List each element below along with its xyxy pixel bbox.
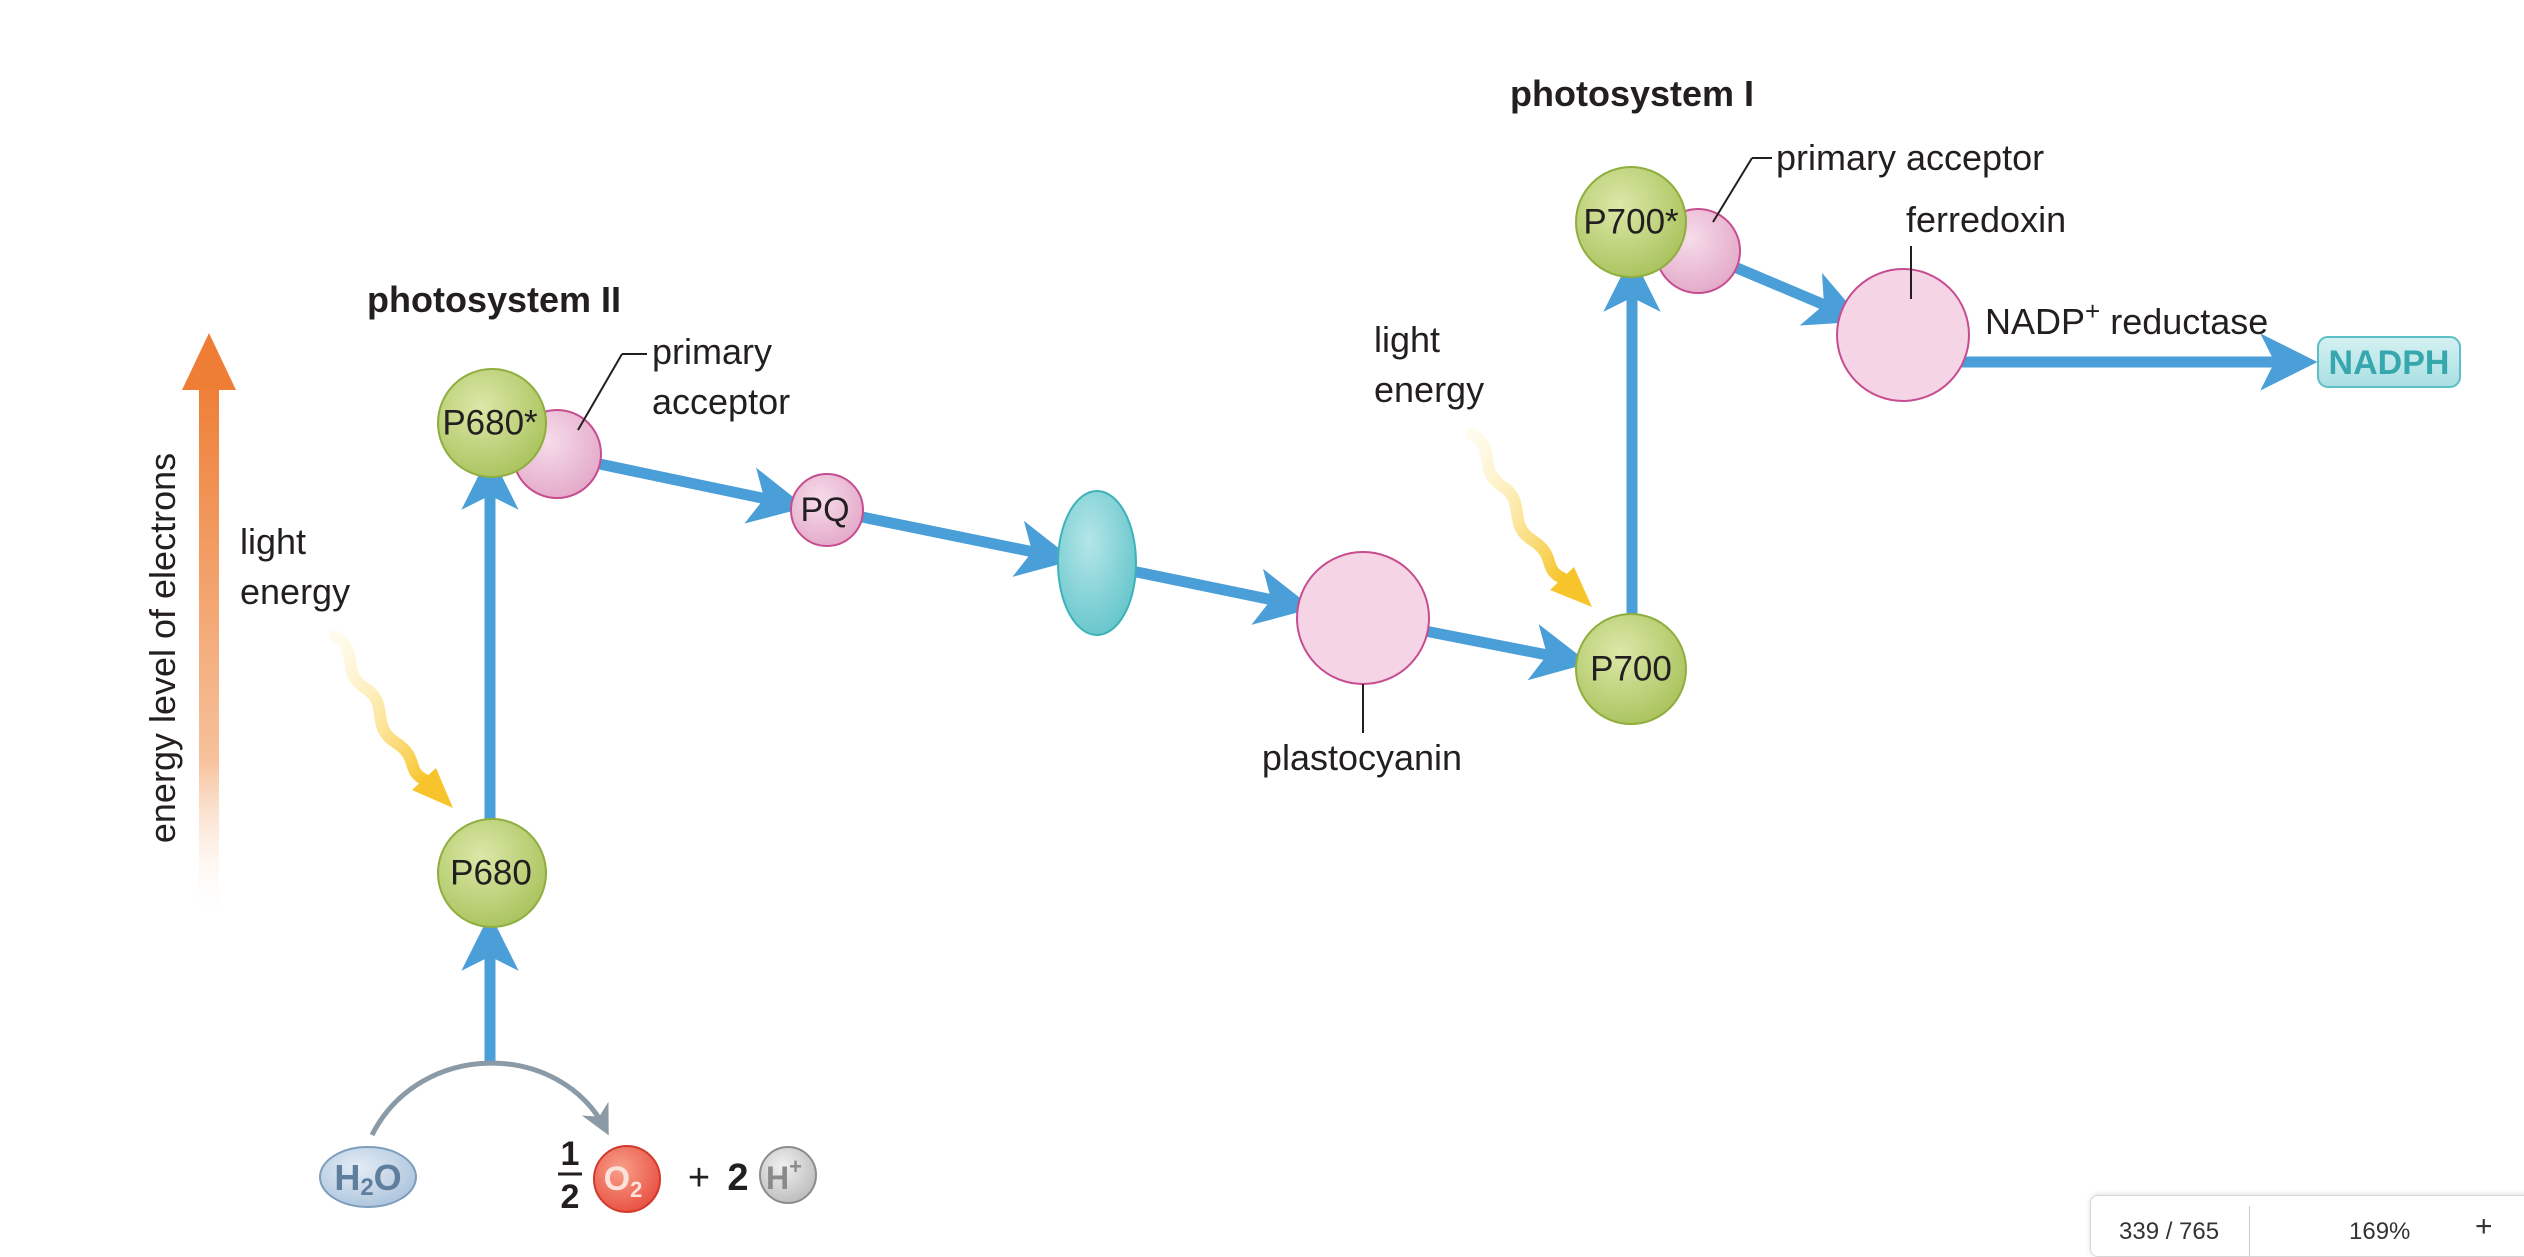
viewer-toolbar: 339 / 765 169% + xyxy=(2090,1195,2524,1257)
energy-axis: energy level of electrons xyxy=(142,333,236,925)
energy-axis-arrowhead xyxy=(182,333,236,390)
plus-sign: + xyxy=(688,1157,710,1199)
arrow-plastocyanin-to-p700 xyxy=(1418,624,1590,681)
plastocyanin-node xyxy=(1296,551,1430,685)
arrow-acceptor-to-ferredoxin xyxy=(1715,254,1864,326)
arrow-acceptor-to-pq xyxy=(588,456,807,524)
ferredoxin-nadp-reductase-node xyxy=(1836,268,1970,402)
zoom-in-button[interactable]: + xyxy=(2475,1210,2493,1243)
ps1-light-label-1: light xyxy=(1374,319,1440,360)
p680-excited-label: P680* xyxy=(442,404,538,443)
water-splitting: H2O 1 2 O2 + 2 H+ xyxy=(319,1060,817,1216)
p680-node xyxy=(437,818,547,928)
p700-excited-node xyxy=(1575,166,1687,278)
p680-excited-node xyxy=(437,368,547,478)
p680-label: P680 xyxy=(450,854,532,893)
photosystem-i: photosystem I primary acceptor P700* P70… xyxy=(1374,73,2461,725)
pq-label: PQ xyxy=(800,491,849,529)
electron-transport-chain: PQ plastocyanin xyxy=(790,473,1462,778)
cytochrome-complex xyxy=(1057,490,1137,636)
photosystem-ii: photosystem II primary acceptor P680* P6… xyxy=(240,279,790,928)
plastocyanin-label: plastocyanin xyxy=(1262,737,1462,778)
nadph-label: NADPH xyxy=(2329,344,2450,382)
h-ion xyxy=(759,1146,817,1204)
water-split-curve-arrow xyxy=(369,1060,609,1137)
ps2-light-label-2: energy xyxy=(240,571,350,612)
ps1-light-wave-icon xyxy=(1466,428,1592,607)
p700-node xyxy=(1575,613,1687,725)
ps1-light-label-2: energy xyxy=(1374,369,1484,410)
h-ion-coefficient: 2 xyxy=(727,1157,748,1199)
ps2-light-label-1: light xyxy=(240,521,306,562)
ps2-acceptor-label-1: primary xyxy=(652,331,772,372)
energy-axis-label: energy level of electrons xyxy=(142,453,183,843)
h2o-formula: H2O xyxy=(334,1157,401,1201)
ps1-acceptor-leader xyxy=(1712,157,1753,223)
nadp-reductase-label: NADP+ reductase xyxy=(1985,296,2268,342)
nadph-product: NADPH xyxy=(2317,336,2461,388)
photosystem-i-title: photosystem I xyxy=(1510,73,1754,114)
ps2-light-wave-icon xyxy=(329,630,453,808)
h2o-molecule xyxy=(319,1146,417,1208)
o2-molecule xyxy=(593,1145,661,1213)
p700-label: P700 xyxy=(1590,650,1672,689)
zoom-level[interactable]: 169% xyxy=(2349,1218,2411,1245)
ps2-acceptor-leader xyxy=(577,353,623,431)
o2-formula: O2 xyxy=(604,1160,643,1202)
electron-flow xyxy=(461,254,2318,1062)
ferredoxin-label: ferredoxin xyxy=(1906,199,2066,240)
arrow-pq-to-cytochrome xyxy=(860,511,1075,577)
half-denominator: 2 xyxy=(561,1178,580,1216)
pq-node xyxy=(790,473,864,547)
half-numerator: 1 xyxy=(561,1135,580,1173)
h-ion-formula: H+ xyxy=(766,1154,802,1197)
page-indicator[interactable]: 339 / 765 xyxy=(2119,1218,2220,1245)
photosystem-ii-title: photosystem II xyxy=(367,279,621,320)
ps1-acceptor-label: primary acceptor xyxy=(1776,137,2044,178)
arrow-cytochrome-to-plastocyanin xyxy=(1125,564,1314,625)
p700-excited-label: P700* xyxy=(1583,203,1679,242)
ps2-acceptor-label-2: acceptor xyxy=(652,381,790,422)
toolbar-divider xyxy=(2249,1206,2250,1256)
